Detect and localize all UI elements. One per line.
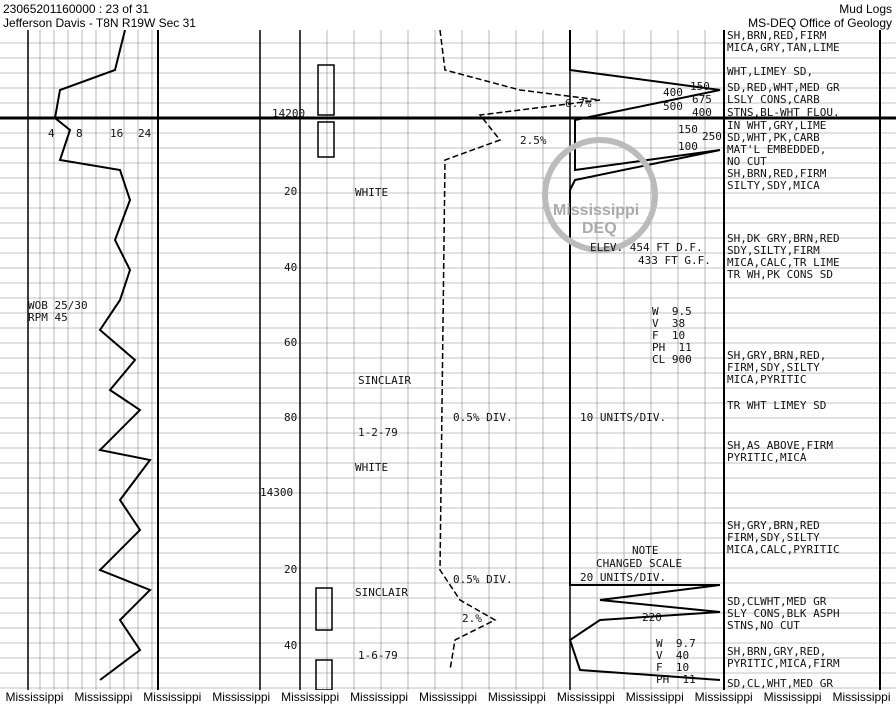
log-graphics [0, 30, 896, 690]
annotation: CHANGED SCALE [596, 557, 683, 570]
footer-text: Mississippi [694, 690, 753, 704]
gas-curve [439, 30, 601, 671]
wob-note: WOB 25/30 [28, 299, 88, 312]
gas-value: 400 [692, 106, 712, 119]
annotation: 1-6-79 [358, 649, 398, 662]
description-line: STNS,BL-WHT FLOU. [727, 106, 840, 119]
footer-text: Mississippi [418, 690, 477, 704]
annotation: SINCLAIR [355, 586, 408, 599]
deq-seal-watermark [542, 137, 658, 253]
description-line: FIRM,SDY,SILTY [727, 361, 820, 374]
document-id: 23065201160000 : 23 of 31 [3, 2, 149, 16]
annotation: WHITE [355, 186, 389, 199]
agency-name: MS-DEQ Office of Geology [748, 16, 892, 30]
description-line: SH,GRY,BRN,RED [727, 519, 820, 532]
depth-label: 40 [284, 639, 298, 652]
depth-label: 14300 [260, 486, 294, 499]
footer-text: Mississippi [143, 690, 202, 704]
description-line: TR WHT LIMEY SD [727, 399, 827, 412]
document-type: Mud Logs [839, 2, 892, 16]
description-line: SH,BRN,GRY,RED, [727, 645, 827, 658]
description-line: SH,GRY,BRN,RED, [727, 349, 827, 362]
chromatograph-curve [568, 30, 721, 681]
description-line: LSLY CONS,CARB [727, 93, 820, 106]
watermark-text: Mississippi [553, 202, 640, 219]
description-line: SD,CL,WHT,MED GR [727, 677, 833, 690]
description-line: PYRITIC,MICA,FIRM [727, 657, 840, 670]
description-line: SLY CONS,BLK ASPH [727, 607, 840, 620]
description-line: TR WH,PK CONS SD [727, 268, 833, 281]
annotation: WHITE [355, 461, 389, 474]
annotation: 2.5% [520, 134, 547, 147]
footer-text: Mississippi [281, 690, 340, 704]
scale-tick: 8 [76, 127, 83, 140]
description-line: MICA,CALC,TR LIME [727, 256, 840, 269]
gas-value: 250 [702, 130, 722, 143]
description-line: STNS,NO CUT [727, 619, 800, 632]
gas-value: 100 [678, 140, 698, 153]
description-line: SD,RED,WHT,MED GR [727, 81, 840, 94]
depth-label: 20 [284, 563, 298, 576]
footer-text: Mississippi [556, 690, 615, 704]
description-line: MICA,GRY,TAN,LIME [727, 41, 840, 54]
description-line: MICA,PYRITIC [727, 373, 807, 386]
description-line: SH,BRN,RED,FIRM [727, 167, 827, 180]
description-line: SH,BRN,RED,FIRM [727, 29, 827, 42]
description-line: SH,DK GRY,BRN,RED [727, 232, 840, 245]
footer-text: Mississippi [832, 690, 891, 704]
description-line: SILTY,SDY,MICA [727, 179, 820, 192]
annotation: 6.7% [565, 97, 592, 110]
footer-text: Mississippi [763, 690, 822, 704]
annotation: 20 UNITS/DIV. [580, 571, 667, 584]
description-line: FIRM,SDY,SILTY [727, 531, 820, 544]
well-location: Jefferson Davis - T8N R19W Sec 31 [3, 16, 196, 30]
description-line: IN WHT,GRY,LIME [727, 119, 827, 132]
annotation: 0.5% DIV. [453, 573, 513, 586]
rpm-note: RPM 45 [28, 311, 68, 324]
footer-text: Mississippi [74, 690, 133, 704]
depth-label: 80 [284, 411, 298, 424]
scale-tick: 16 [110, 127, 124, 140]
annotation: NOTE [632, 544, 659, 557]
depth-label: 60 [284, 336, 298, 349]
description-line: NO CUT [727, 155, 767, 168]
annotation: ELEV. 454 FT D.F. [590, 241, 703, 254]
depth-label: 20 [284, 185, 298, 198]
footer-text: Mississippi [487, 690, 546, 704]
description-line: MAT'L EMBEDDED, [727, 143, 827, 156]
annotation: 0.5% DIV. [453, 411, 513, 424]
annotation: 10 UNITS/DIV. [580, 411, 667, 424]
mud-log-scan: Mississippi DEQ 14200 20 40 60 80 14300 … [0, 30, 896, 690]
description-line: WHT,LIMEY SD, [727, 65, 814, 78]
gas-value: 500 [663, 100, 683, 113]
description-line: MICA,CALC,PYRITIC [727, 543, 840, 556]
watermark-text-deq: DEQ [582, 220, 617, 237]
drill-rate-curve [53, 30, 152, 681]
description-line: SD,CLWHT,MED GR [727, 595, 827, 608]
description-line: SH,AS ABOVE,FIRM [727, 439, 833, 452]
gas-value: 675 [692, 93, 712, 106]
depth-label: 40 [284, 261, 298, 274]
description-line: PYRITIC,MICA [727, 451, 807, 464]
description-line: SDY,SILTY,FIRM [727, 244, 820, 257]
gas-value: 150 [678, 123, 698, 136]
depth-label: 14200 [272, 107, 306, 120]
scale-tick: 4 [48, 127, 55, 140]
gas-value: 220 [642, 611, 662, 624]
annotation: 1-2-79 [358, 426, 398, 439]
gas-value: 400 [663, 86, 683, 99]
annotation: 433 FT G.F. [638, 254, 711, 267]
gas-value: 150 [690, 80, 710, 93]
footer-text: Mississippi [350, 690, 409, 704]
footer-watermark: Mississippi Mississippi Mississippi Mississ… [0, 690, 896, 705]
annotation: SINCLAIR [358, 374, 411, 387]
footer-text: Mississippi [5, 690, 64, 704]
scale-tick: 24 [138, 127, 152, 140]
description-line: SD,WHT,PK,CARB [727, 131, 820, 144]
footer-text: Mississippi [625, 690, 684, 704]
footer-text: Mississippi [212, 690, 271, 704]
annotation: 2.% [462, 612, 482, 625]
